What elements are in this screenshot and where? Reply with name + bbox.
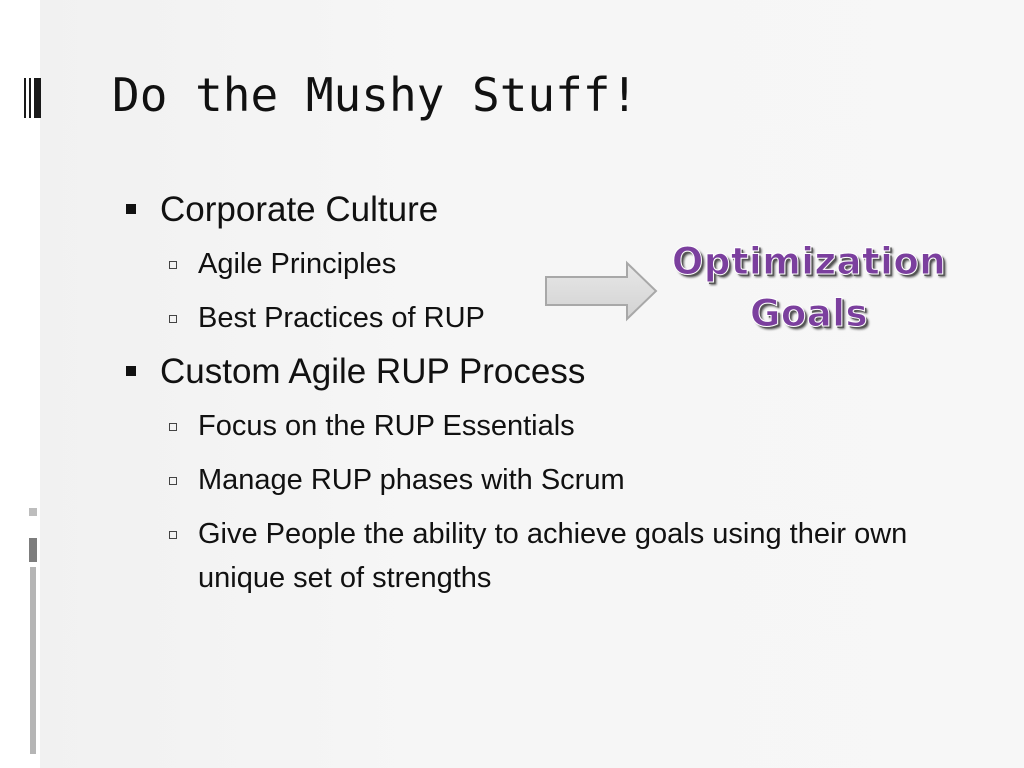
bullet-level2: Best Practices of RUP [124, 296, 984, 340]
bullet-level2: Agile Principles [124, 242, 984, 286]
square-bullet-icon [126, 204, 136, 214]
decorative-bars-top [24, 78, 42, 118]
hollow-square-bullet-icon [169, 531, 177, 539]
hollow-square-bullet-icon [169, 477, 177, 485]
callout-line-2: Goals [750, 292, 868, 336]
hollow-square-bullet-icon [169, 423, 177, 431]
bullet-level1: Corporate Culture [124, 188, 984, 232]
bullet-text: Custom Agile RUP Process [160, 352, 586, 391]
callout-line-1: Optimization [671, 240, 947, 284]
bullet-list: Corporate Culture Agile Principles Best … [124, 188, 984, 610]
bullet-level2: Manage RUP phases with Scrum [124, 458, 984, 502]
bullet-text: Focus on the RUP Essentials [198, 410, 575, 442]
bullet-text: Agile Principles [198, 248, 397, 280]
bullet-text: Best Practices of RUP [198, 302, 485, 334]
square-bullet-icon [126, 366, 136, 376]
bullet-text: Corporate Culture [160, 190, 439, 229]
hollow-square-bullet-icon [169, 315, 177, 323]
right-arrow-icon [545, 260, 658, 322]
bullet-level2: Focus on the RUP Essentials [124, 404, 984, 448]
slide-content-panel [40, 0, 1024, 768]
hollow-square-bullet-icon [169, 261, 177, 269]
bullet-text: Manage RUP phases with Scrum [198, 464, 625, 496]
bullet-level1: Custom Agile RUP Process [124, 350, 984, 394]
optimization-goals-callout: Optimization Goals [664, 236, 954, 340]
slide-title: Do the Mushy Stuff! [112, 68, 639, 122]
bullet-level2: Give People the ability to achieve goals… [124, 512, 968, 600]
bullet-text: Give People the ability to achieve goals… [198, 518, 908, 594]
